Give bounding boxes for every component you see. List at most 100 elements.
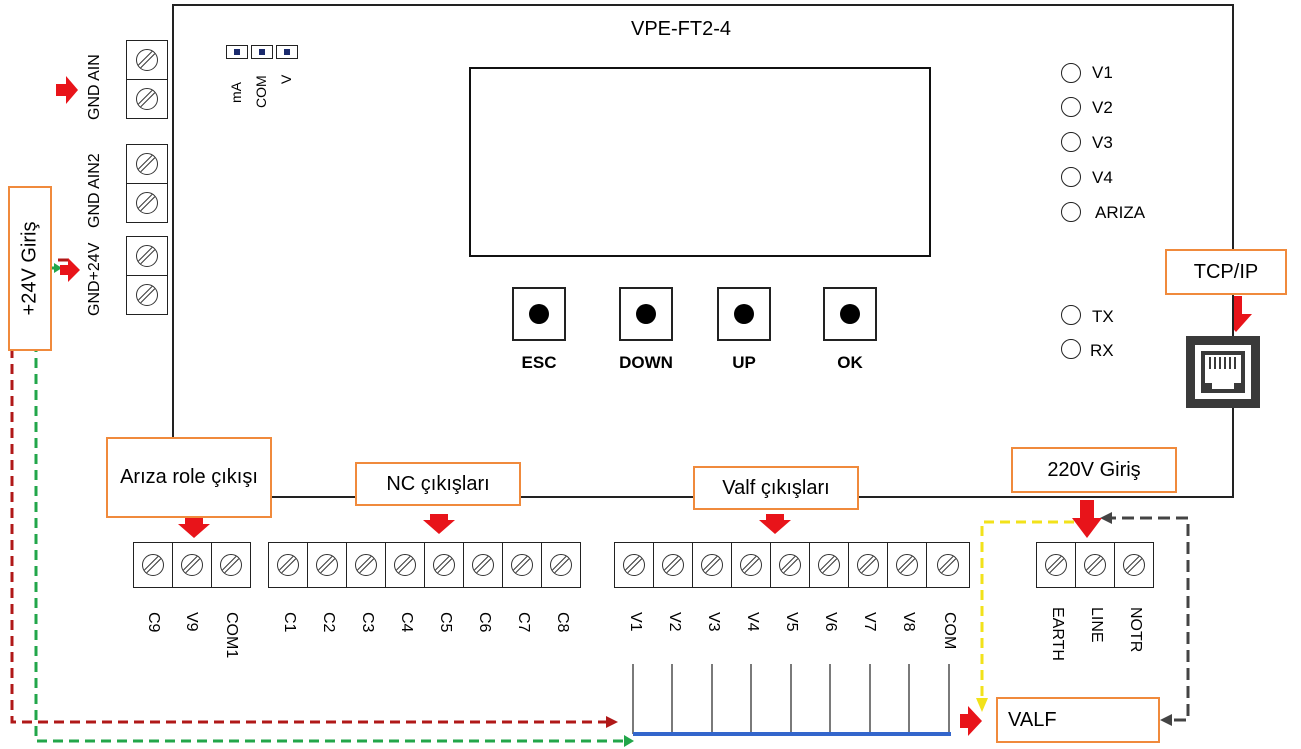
- terminal-ain2-gnd: [126, 183, 168, 223]
- led-rx-label: RX: [1090, 341, 1114, 360]
- fault-terminal-label: COM1: [223, 612, 240, 659]
- arrowhead-green: [624, 735, 634, 747]
- terminal-com1: [211, 542, 251, 588]
- callout-24v-text: +24V Giriş: [18, 221, 41, 316]
- jumper-pin-v[interactable]: [276, 45, 298, 59]
- jumper-pin-com[interactable]: [251, 45, 273, 59]
- led-tx-label: TX: [1092, 307, 1114, 326]
- jumper-pin-ma[interactable]: [226, 45, 248, 59]
- screw-icon: [1084, 554, 1106, 576]
- terminal-ain: [126, 40, 168, 80]
- terminal-line: [1075, 542, 1115, 588]
- nc-terminal-label: C1: [281, 612, 298, 633]
- valve-terminal-label: V7: [861, 612, 878, 632]
- led-v4-label: V4: [1092, 168, 1113, 187]
- valve-terminal-label: V5: [783, 612, 800, 632]
- fault-terminal-label: V9: [183, 612, 200, 632]
- down-button[interactable]: [619, 287, 673, 341]
- power-terminal-label: NOTR: [1127, 607, 1144, 653]
- screw-icon: [394, 554, 416, 576]
- valve-terminal-label: V6: [822, 612, 839, 632]
- terminal-v4: [731, 542, 771, 588]
- screw-icon: [136, 153, 158, 175]
- nc-terminal-label: C5: [437, 612, 454, 633]
- valve-terminal-label: V1: [627, 612, 644, 632]
- terminal-v7: [848, 542, 888, 588]
- terminal-v9: [172, 542, 212, 588]
- screw-icon: [550, 554, 572, 576]
- terminal-ain2: [126, 144, 168, 184]
- controller-board: [172, 4, 1234, 498]
- screw-icon: [277, 554, 299, 576]
- valve-terminal-label: V4: [744, 612, 761, 632]
- valve-terminal-label: V3: [705, 612, 722, 632]
- ok-button[interactable]: [823, 287, 877, 341]
- led-v1-label: V1: [1092, 63, 1113, 82]
- terminal-c2: [307, 542, 347, 588]
- screw-icon: [1123, 554, 1145, 576]
- wire-green-gnd: [34, 266, 626, 743]
- nc-terminal-label: C6: [476, 612, 493, 633]
- screw-icon: [701, 554, 723, 576]
- jumper-label-ma: mA: [228, 82, 244, 103]
- terminal-c5: [424, 542, 464, 588]
- callout-24v-supply: +24V Giriş: [8, 186, 52, 351]
- terminal-v3: [692, 542, 732, 588]
- valve-terminal-label: V8: [900, 612, 917, 632]
- terminal-c8: [541, 542, 581, 588]
- terminal-v5: [770, 542, 810, 588]
- screw-icon: [220, 554, 242, 576]
- led-v3-label: V3: [1092, 133, 1113, 152]
- screw-icon: [1045, 554, 1067, 576]
- valve-wires: [632, 664, 950, 734]
- terminal-v6: [809, 542, 849, 588]
- jumper-label-com: COM: [253, 75, 269, 108]
- led-ariza-label: ARIZA: [1095, 203, 1146, 222]
- terminal-v2: [653, 542, 693, 588]
- ethernet-port-icon[interactable]: [1186, 336, 1260, 408]
- wire-gray-notr: [1104, 516, 1190, 722]
- screw-icon: [136, 284, 158, 306]
- screw-icon: [181, 554, 203, 576]
- down-button-label: DOWN: [619, 353, 673, 372]
- led-v3: [1061, 132, 1081, 152]
- callout-220v-supply: 220V Giriş: [1011, 447, 1177, 493]
- led-v2: [1061, 97, 1081, 117]
- valve-terminal-label: V2: [666, 612, 683, 632]
- terminal-ain-gnd: [126, 79, 168, 119]
- screw-icon: [896, 554, 918, 576]
- led-tx: [1061, 305, 1081, 325]
- screw-icon: [662, 554, 684, 576]
- jumper-label-v: V: [278, 74, 294, 84]
- screw-icon: [136, 192, 158, 214]
- terminal-earth: [1036, 542, 1076, 588]
- callout-nc-outputs: NC çıkışları: [355, 462, 521, 506]
- screw-icon: [779, 554, 801, 576]
- terminal-c6: [463, 542, 503, 588]
- terminal-c7: [502, 542, 542, 588]
- nc-terminal-label: C7: [515, 612, 532, 633]
- fault-terminal-label: C9: [145, 612, 162, 633]
- terminal-v8: [887, 542, 927, 588]
- terminal-com: [926, 542, 970, 588]
- screw-icon: [511, 554, 533, 576]
- led-v2-label: V2: [1092, 98, 1113, 117]
- led-v1: [1061, 63, 1081, 83]
- led-v4: [1061, 167, 1081, 187]
- terminal-c1: [268, 542, 308, 588]
- button-dot-icon: [734, 304, 754, 324]
- screw-icon: [136, 245, 158, 267]
- label-gnd-ain2: GND AIN2: [86, 153, 103, 228]
- screw-icon: [433, 554, 455, 576]
- callout-valve-outputs: Valf çıkışları: [693, 466, 859, 510]
- terminal-24v: [126, 236, 168, 276]
- nc-terminal-label: C2: [320, 612, 337, 633]
- nc-terminal-label: C8: [554, 612, 571, 633]
- led-rx: [1061, 339, 1081, 359]
- esc-button[interactable]: [512, 287, 566, 341]
- up-button[interactable]: [717, 287, 771, 341]
- terminal-v1: [614, 542, 654, 588]
- screw-icon: [136, 88, 158, 110]
- button-dot-icon: [636, 304, 656, 324]
